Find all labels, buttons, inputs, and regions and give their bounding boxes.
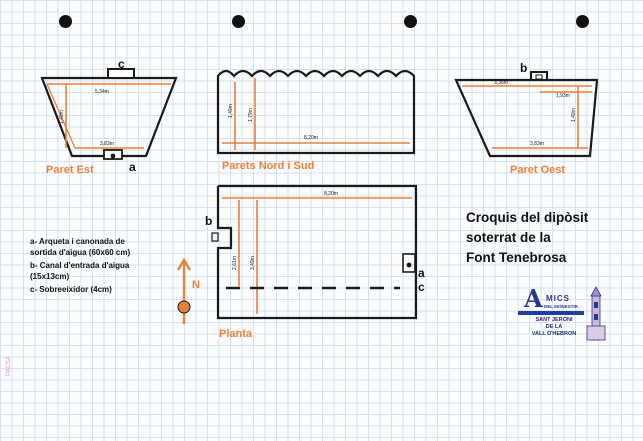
ns-length-dim-label: 8,20m — [304, 135, 318, 141]
east-wall-overflow-notch — [107, 68, 135, 79]
west-wall-outline — [454, 78, 599, 158]
title-line-2: soterrat de la — [466, 230, 551, 245]
west-top-dim-label-2: 1,93m — [556, 93, 570, 99]
logo-big-letter: A — [524, 284, 543, 313]
east-height-dim-label: 1,49m — [59, 110, 65, 124]
logo-line-3: VALL D'HEBRON — [531, 331, 577, 337]
monastery-tower-icon — [586, 286, 606, 341]
binder-hole-3 — [404, 15, 417, 28]
title-line-3: Font Tenebrosa — [466, 250, 567, 265]
amics-monestir-logo: A MICS DEL MONESTIR SANT JERONI DE LA VA… — [518, 284, 608, 344]
ns-height-dim-label-1: 1,49m — [228, 104, 234, 118]
plan-marker-a: a — [418, 266, 425, 280]
legend-item-a: a- Arqueta i canonada de sortida d'aigua… — [30, 237, 131, 257]
plan-width-dim-label-1: 2,61m — [232, 256, 238, 270]
ns-height-dim-label-2: 1,79m — [248, 108, 254, 122]
north-label: N — [192, 279, 200, 291]
logo-line-1: SANT JERONI — [535, 317, 573, 323]
north-arrow-head — [176, 257, 192, 271]
plan-width-dim-label-2: 3,49m — [250, 256, 256, 270]
west-wall-inlet-notch — [530, 71, 548, 81]
title-line-1: Croquis del dipòsit — [466, 210, 589, 225]
logo-line-2: DE LA — [545, 324, 563, 330]
east-corner-diagonal — [46, 83, 76, 149]
east-wall-drawing: 5,34m 3,83m 1,49m — [40, 68, 178, 160]
plan-outline — [216, 184, 418, 320]
sketch-title: Croquis del dipòsit soterrat de la Font … — [466, 208, 616, 268]
plan-marker-b: b — [205, 214, 213, 228]
west-bottom-dim-label: 3,83m — [530, 141, 544, 147]
plan-outlet-pipe — [406, 262, 412, 268]
plan-caption: Planta — [219, 328, 253, 340]
west-wall-drawing: 3,36m 1,93m 3,83m 1,49m — [454, 71, 599, 158]
logo-ribbon — [518, 311, 584, 315]
north-south-wall-drawing: 1,49m 1,79m 8,20m — [216, 69, 416, 155]
north-arrow-circle — [177, 300, 191, 314]
west-top-dim-label-1: 3,36m — [494, 80, 508, 86]
north-south-wall-caption: Parets Nord i Sud — [222, 160, 315, 172]
plan-drawing: 8,20m 2,61m 3,49m — [176, 184, 418, 324]
plan-length-dim-label: 8,20m — [324, 191, 338, 197]
plan-marker-c: c — [418, 280, 425, 294]
binder-hole-4 — [576, 15, 589, 28]
east-wall-outlet-pipe — [110, 153, 116, 159]
binder-hole-1 — [59, 15, 72, 28]
east-wall-caption: Paret Est — [46, 164, 94, 176]
east-marker-c: c — [118, 57, 125, 71]
east-top-dim-label: 5,34m — [95, 89, 109, 95]
plan-outlet-box — [402, 253, 416, 273]
legend-item-c: c- Sobreeixidor (4cm) — [30, 285, 112, 294]
sheet-brand-text: PACSA — [6, 356, 12, 376]
east-bottom-dim-label: 3,83m — [100, 141, 114, 147]
logo-word: MICS — [546, 294, 570, 303]
plan-inlet-channel — [211, 232, 219, 242]
binder-hole-2 — [232, 15, 245, 28]
west-marker-b: b — [520, 61, 528, 75]
west-wall-caption: Paret Oest — [510, 164, 566, 176]
east-marker-a: a — [129, 160, 136, 174]
west-height-dim-label: 1,49m — [571, 108, 577, 122]
logo-subtitle: DEL MONESTIR — [544, 304, 578, 309]
west-wall-inlet-slot — [535, 74, 543, 80]
legend: a- Arqueta i canonada de sortida d'aigua… — [30, 236, 148, 297]
legend-item-b: b- Canal d'entrada d'aigua (15x13cm) — [30, 261, 130, 281]
north-south-wall-outline — [216, 69, 416, 155]
